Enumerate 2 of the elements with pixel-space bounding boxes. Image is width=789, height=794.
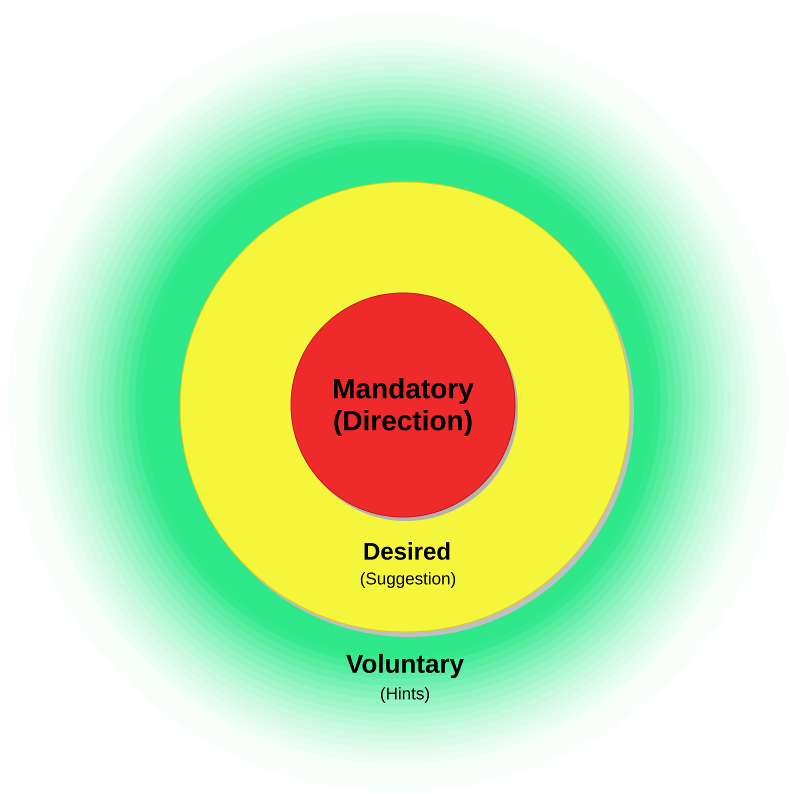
zone-subtitle: (Hints) xyxy=(381,687,429,703)
zone-title: Voluntary xyxy=(346,654,464,678)
